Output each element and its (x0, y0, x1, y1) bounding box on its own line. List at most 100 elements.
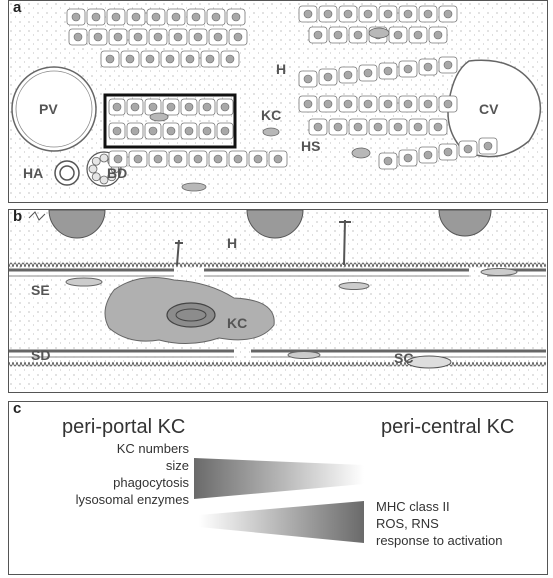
panel-c-letter: c (13, 400, 22, 417)
hepatocyte-nucleus (383, 9, 393, 19)
hepatocyte-nucleus (220, 126, 230, 136)
hepatocyte-nucleus (383, 66, 393, 76)
hepatocyte-nucleus (202, 126, 212, 136)
hepatocyte-nucleus (443, 99, 453, 109)
hepatocyte-nucleus (443, 60, 453, 70)
hepatocyte-nucleus (363, 99, 373, 109)
hepatocyte-nucleus (383, 99, 393, 109)
hepatocyte-nucleus (363, 9, 373, 19)
hepatocyte-nucleus (213, 32, 223, 42)
gradient-wedges (194, 458, 364, 543)
hepatocyte-nucleus (403, 99, 413, 109)
kupffer-cell (351, 147, 371, 159)
hepatocyte-nucleus (73, 32, 83, 42)
hepatocyte-nucleus (353, 30, 363, 40)
hepatocyte-nucleus (112, 102, 122, 112)
hepatocyte-nucleus (303, 99, 313, 109)
liver-lobule-illustration (9, 1, 546, 201)
hepatocyte-nucleus (130, 126, 140, 136)
label-sc: SC (394, 350, 414, 366)
hepatocyte-nucleus (463, 144, 473, 154)
hepatocyte-nucleus (173, 154, 183, 164)
hepatocyte-nucleus (231, 12, 241, 22)
panel-a-liver-lobule: a PV CV H KC HS HA BD (8, 0, 548, 203)
hepatocyte-nucleus (303, 74, 313, 84)
hepatocyte-nucleus (148, 102, 158, 112)
label-hs: HS (301, 138, 321, 154)
hepatocyte-nucleus (433, 30, 443, 40)
hepatocyte-nucleus (343, 99, 353, 109)
hepatocyte-nucleus (333, 122, 343, 132)
hepatocyte-nucleus (111, 12, 121, 22)
list-item: KC numbers (116, 441, 189, 456)
list-item: response to activation (376, 533, 503, 548)
list-item: phagocytosis (113, 475, 189, 490)
hepatocyte-nucleus (185, 54, 195, 64)
hepatocyte-nucleus (363, 68, 373, 78)
hepatocyte-nucleus (403, 153, 413, 163)
label-bd: BD (107, 165, 128, 181)
kupffer-cell (181, 182, 207, 192)
hepatocyte-nucleus (153, 154, 163, 164)
sinusoid-illustration (9, 210, 546, 391)
hepatocyte-nucleus (423, 99, 433, 109)
hepatocyte-nucleus (273, 154, 283, 164)
hepatocyte-nucleus (153, 32, 163, 42)
hepatocyte-nucleus (184, 102, 194, 112)
list-item: lysosomal enzymes (75, 492, 189, 507)
hepatocyte-nucleus (313, 30, 323, 40)
hepatocyte-nucleus (191, 12, 201, 22)
label-kc: KC (227, 315, 248, 331)
hepatocyte-nucleus (383, 156, 393, 166)
portal-vein (11, 66, 97, 152)
hepatocyte-nucleus (246, 210, 304, 239)
hepatocyte-nucleus (113, 32, 123, 42)
hepatocyte-nucleus (323, 99, 333, 109)
hepatocyte-nucleus (220, 102, 230, 112)
hepatocyte-nucleus (112, 126, 122, 136)
hepatocyte-nucleus (373, 122, 383, 132)
hepatocyte-nucleus (323, 72, 333, 82)
hepatocyte-nucleus (133, 32, 143, 42)
panel-b-sinusoid: b H SE KC SD SC (8, 208, 548, 393)
hepatocyte-nucleus (205, 54, 215, 64)
kupffer-cell (368, 27, 390, 39)
kupffer-cell (262, 127, 280, 137)
hepatocyte-nucleus (105, 54, 115, 64)
stellate-cell (406, 355, 452, 369)
hepatocyte-nucleus (184, 126, 194, 136)
hepatocyte-nucleus (148, 126, 158, 136)
hepatocyte-nucleus (131, 12, 141, 22)
hepatocyte-nucleus (413, 122, 423, 132)
peri-central-title: peri-central KC (381, 416, 515, 438)
label-h: H (227, 235, 238, 251)
hepatocyte-nucleus (423, 62, 433, 72)
kupffer-cell (149, 112, 169, 122)
label-se: SE (31, 282, 50, 298)
panel-c-kc-zonation: c peri-portal KC peri-central KC KC numb… (8, 400, 548, 575)
hepatocyte-nucleus (333, 30, 343, 40)
hepatocyte-nucleus (423, 9, 433, 19)
zoom-box (103, 93, 237, 149)
hepatocyte-nucleus (130, 102, 140, 112)
list-item: ROS, RNS (376, 516, 439, 531)
hepatocyte-nucleus (413, 30, 423, 40)
hepatocyte-nucleus (443, 9, 453, 19)
hepatocyte-nucleus (133, 154, 143, 164)
hepatocyte-nucleus (353, 122, 363, 132)
hepatocyte-nucleus (71, 12, 81, 22)
kupffer-cell-nucleus (166, 302, 216, 328)
hepatocyte-nucleus (233, 32, 243, 42)
hepatocyte-nucleus (48, 210, 106, 239)
hepatic-artery (54, 160, 80, 186)
peri-central-wedge (199, 501, 364, 543)
hepatocyte-nucleus (443, 147, 453, 157)
hepatocyte-nucleus (343, 9, 353, 19)
panel-a-letter: a (13, 0, 22, 16)
hepatocyte-nucleus (393, 30, 403, 40)
hepatocyte-nucleus (403, 9, 413, 19)
peri-portal-list: KC numbers size phagocytosis lysosomal e… (59, 440, 189, 508)
peri-portal-title: peri-portal KC (62, 416, 186, 438)
hepatocyte-nucleus (438, 210, 492, 237)
label-cv: CV (479, 101, 499, 117)
